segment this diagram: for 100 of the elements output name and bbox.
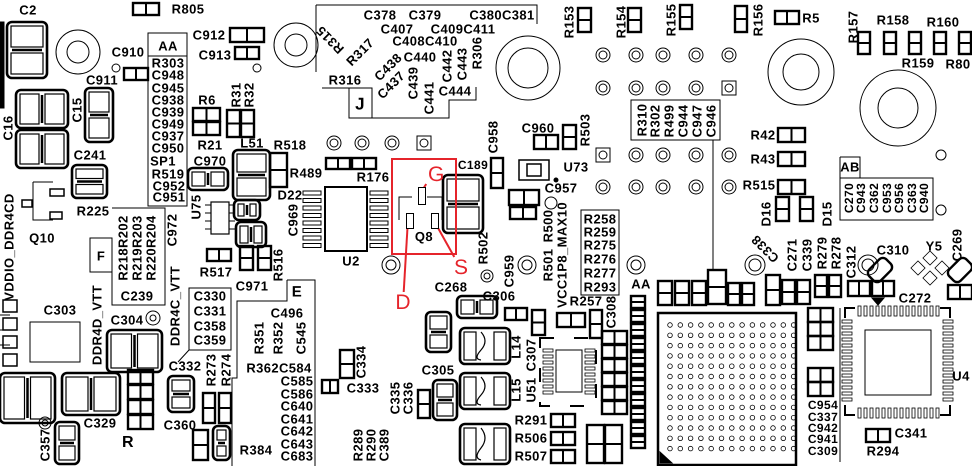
silkscreen-label: R289 (352, 428, 364, 462)
silkscreen-label: R500 (542, 210, 554, 242)
silkscreen-label: C407 (380, 22, 414, 36)
silkscreen-label: C951 (152, 190, 186, 204)
silkscreen-label: R (122, 435, 134, 451)
silkscreen-label: C944 (676, 104, 690, 138)
silkscreen-label: C336 (402, 382, 414, 414)
silkscreen-label: C642 (280, 424, 314, 438)
pin-pad (431, 213, 439, 229)
silkscreen-label: C332 (168, 360, 202, 372)
silkscreen-label: C969 (286, 204, 300, 236)
silkscreen-label: C305 (422, 364, 454, 376)
silkscreen-label: C358 (194, 320, 226, 332)
silkscreen-label: C378 (364, 8, 396, 22)
silkscreen-label: C303 (44, 304, 76, 316)
silkscreen-label: L51 (240, 136, 264, 150)
silkscreen-label: C950 (152, 142, 184, 154)
silkscreen-label: R384 (240, 444, 272, 456)
silkscreen-label: C945 (152, 82, 184, 94)
silkscreen-label: C16 (2, 115, 14, 141)
silkscreen-label: C960 (522, 122, 554, 134)
silkscreen-label: C310 (876, 244, 910, 256)
silkscreen-label: R160 (926, 16, 960, 28)
silkscreen-label: C949 (152, 118, 184, 130)
silkscreen-label: R519 (152, 168, 184, 180)
silkscreen-label: U2 (342, 254, 360, 268)
silkscreen-label: C331 (194, 304, 226, 318)
silkscreen-label: C330 (194, 290, 226, 302)
silkscreen-label: U4 (952, 370, 970, 382)
silkscreen-label: R502 (476, 232, 490, 264)
silkscreen-label: C408C410 (392, 34, 458, 48)
silkscreen-label: R503 (578, 114, 592, 146)
silkscreen-label: E (292, 284, 302, 300)
silkscreen-label: C339 (800, 238, 814, 272)
silkscreen-label: C189 (458, 159, 488, 171)
pin-pad (418, 187, 426, 205)
silkscreen-label: C959 (502, 254, 516, 288)
silkscreen-label: C585 (280, 374, 314, 388)
silkscreen-label: D16 (760, 201, 772, 227)
silkscreen-label: C268 (434, 280, 468, 294)
highlight-frame (391, 158, 457, 255)
silkscreen-label: C337 (808, 411, 838, 423)
silkscreen-label: R218R202 (116, 215, 130, 281)
silkscreen-label: R303 (152, 56, 184, 70)
leader-line (402, 226, 409, 292)
silkscreen-label: C271 (786, 238, 798, 272)
silkscreen-label: R155 (664, 4, 678, 36)
silkscreen-label: C312 (844, 246, 858, 278)
silkscreen-label: J (355, 96, 365, 112)
pin-pad (406, 213, 414, 229)
silkscreen-label: C241 (74, 148, 106, 162)
silkscreen-label: C270 (843, 182, 855, 214)
silkscreen-label: U75 (190, 194, 202, 220)
silkscreen-label: R6 (198, 94, 216, 106)
silkscreen-label: R157 (846, 10, 860, 44)
silkscreen-label: R154 (614, 6, 628, 38)
silkscreen-label: R290 (364, 428, 378, 462)
silkscreen-label: C307 (524, 338, 538, 372)
silkscreen-label: R291 (514, 414, 548, 426)
silkscreen-label: C341 (894, 426, 928, 440)
silkscreen-label: C272 (898, 292, 932, 304)
silkscreen-label: R31 (230, 82, 242, 108)
silkscreen-label: C360 (164, 418, 196, 432)
silkscreen-label: R21 (197, 138, 223, 152)
silkscreen-label: R279 (816, 236, 828, 270)
silkscreen-label: R293 (584, 280, 616, 294)
silkscreen-label: C379 (408, 8, 442, 22)
silkscreen-label: C363 (906, 182, 918, 214)
silkscreen-label: R225 (76, 204, 110, 218)
silkscreen-label: R277 (584, 266, 616, 280)
silkscreen-label: DDR4C_VTT (168, 266, 182, 346)
silkscreen-label: C953 (881, 182, 893, 214)
silkscreen-label: C942 (808, 422, 838, 434)
silkscreen-label: R501 (542, 248, 554, 282)
silkscreen-label: R276 (584, 252, 616, 266)
silkscreen-label: SP1 (150, 154, 176, 168)
silkscreen-label: C15 (70, 97, 84, 123)
silkscreen-label: C946 (704, 104, 718, 138)
silkscreen-label: R306 (470, 36, 484, 70)
silkscreen-label: C409C411 (430, 22, 496, 36)
silkscreen-label: C586 (280, 388, 314, 400)
silkscreen-label: C940 (918, 182, 930, 214)
silkscreen-label: C442 (440, 50, 454, 82)
silkscreen-label: R176 (356, 170, 390, 184)
silkscreen-label: D15 (820, 201, 834, 227)
silkscreen-label: R80 (945, 58, 971, 70)
silkscreen-label: C362 (868, 182, 880, 214)
silkscreen-label: R220R204 (144, 215, 158, 281)
silkscreen-label: C333 (346, 382, 380, 394)
silkscreen-label: C956 (893, 182, 905, 214)
silkscreen-label: C910 (112, 46, 144, 58)
silkscreen-label: C970 (194, 154, 226, 168)
silkscreen-label: R42 (750, 128, 776, 142)
silkscreen-label: R352 (272, 322, 284, 354)
silkscreen-label: R5 (802, 12, 820, 24)
silkscreen-label: VCC1P8_MAX10 (556, 202, 568, 308)
silkscreen-label: C389 (378, 428, 390, 462)
silkscreen-label: C443 (456, 48, 468, 80)
silkscreen-label: R32 (242, 82, 256, 108)
silkscreen-label: L14 (510, 335, 522, 359)
